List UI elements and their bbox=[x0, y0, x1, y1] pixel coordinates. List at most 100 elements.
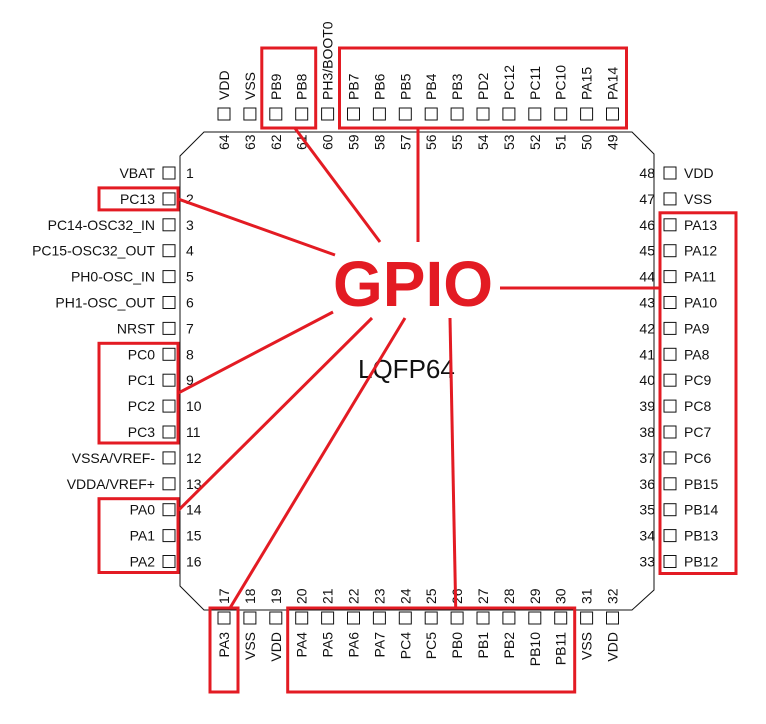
pin-name-pb14: PB14 bbox=[684, 502, 718, 518]
pin-name-pb12: PB12 bbox=[684, 554, 718, 570]
pin-name-pa4: PA4 bbox=[294, 632, 310, 658]
pin-name-pb5: PB5 bbox=[397, 73, 413, 100]
pin-number: 37 bbox=[639, 450, 655, 466]
pin-pad bbox=[269, 611, 283, 625]
pin-number: 27 bbox=[475, 588, 491, 604]
pin-number: 5 bbox=[186, 269, 194, 285]
pin-name-pa8: PA8 bbox=[684, 346, 710, 362]
pin-name-pa13: PA13 bbox=[684, 217, 717, 233]
connector-pc13 bbox=[177, 197, 336, 257]
pin-name-ph0-osc-in: PH0-OSC_IN bbox=[71, 269, 155, 285]
pin-number: 16 bbox=[186, 554, 202, 570]
pin-name-pc4: PC4 bbox=[397, 632, 413, 659]
pin-number: 35 bbox=[639, 502, 655, 518]
pin-name-vss: VSS bbox=[579, 632, 595, 660]
pin-number: 45 bbox=[639, 243, 655, 259]
pin-pad bbox=[162, 373, 176, 387]
pin-pad bbox=[347, 611, 360, 625]
pin-name-pa0: PA0 bbox=[130, 502, 156, 518]
pin-pad bbox=[398, 611, 412, 625]
pin-number: 53 bbox=[501, 134, 517, 150]
pin-number: 15 bbox=[186, 528, 202, 544]
pin-number: 51 bbox=[553, 134, 569, 150]
pin-name-pc14-osc32-in: PC14-OSC32_IN bbox=[48, 217, 155, 233]
pin-pad bbox=[663, 244, 677, 258]
connector-pa3 bbox=[228, 317, 407, 609]
pin-pad bbox=[162, 555, 176, 568]
pin-name-pa6: PA6 bbox=[346, 632, 362, 658]
pin-pad bbox=[295, 107, 309, 121]
pin-pad bbox=[162, 425, 176, 439]
pin-pad bbox=[217, 107, 231, 121]
pin-name-pa9: PA9 bbox=[684, 320, 710, 336]
pin-pad bbox=[321, 611, 335, 625]
pin-pad bbox=[528, 611, 542, 625]
pin-name-vdd: VDD bbox=[684, 165, 714, 181]
pin-pad bbox=[450, 107, 464, 121]
pin-name-pc1: PC1 bbox=[128, 372, 155, 388]
pin-number: 33 bbox=[639, 554, 655, 570]
pin-pad bbox=[663, 296, 677, 309]
pin-name-pc11: PC11 bbox=[527, 66, 543, 100]
gpio-callout: GPIO bbox=[333, 248, 493, 320]
pin-20: PA4 20 bbox=[294, 588, 310, 657]
pin-number: 57 bbox=[397, 134, 413, 150]
pin-pad bbox=[663, 477, 677, 491]
pin-pad bbox=[663, 192, 677, 206]
pin-name-pb6: PB6 bbox=[371, 73, 387, 100]
pin-pad bbox=[606, 107, 619, 121]
pin-pad bbox=[528, 107, 542, 121]
pin-number: 20 bbox=[294, 588, 310, 604]
pin-pad bbox=[372, 107, 386, 121]
pin-name-vdd: VDD bbox=[605, 632, 621, 662]
pin-pad bbox=[162, 192, 176, 206]
pin-number: 26 bbox=[449, 588, 465, 604]
pin-12: VSSA/VREF-12 bbox=[72, 450, 202, 466]
gpio-box-pa13-pb12 bbox=[658, 211, 738, 576]
pin-pad bbox=[554, 107, 568, 121]
pin-name-ph1-osc-out: PH1-OSC_OUT bbox=[55, 295, 155, 311]
pin-name-pa5: PA5 bbox=[320, 632, 336, 658]
pin-name-pc3: PC3 bbox=[128, 424, 155, 440]
pin-pad bbox=[321, 107, 335, 121]
pin-number: 21 bbox=[320, 588, 336, 604]
pin-name-pc6: PC6 bbox=[684, 450, 711, 466]
connector-pa4-pb11 bbox=[448, 317, 458, 609]
pin-number: 1 bbox=[186, 165, 194, 181]
pin-number: 55 bbox=[449, 134, 465, 150]
pin-name-pc8: PC8 bbox=[684, 398, 711, 414]
pin-pad bbox=[243, 611, 257, 625]
pin-name-pb10: PB10 bbox=[527, 632, 543, 666]
pin-name-pb2: PB2 bbox=[501, 632, 517, 659]
pin-name-nrst: NRST bbox=[117, 320, 156, 336]
pin-pad bbox=[580, 107, 594, 121]
pin-number: 36 bbox=[639, 476, 655, 492]
pin-name-pc10: PC10 bbox=[553, 65, 569, 100]
pin-number: 48 bbox=[639, 165, 655, 181]
pin-number: 19 bbox=[268, 588, 284, 604]
pin-pad bbox=[347, 107, 360, 121]
pin-pad bbox=[663, 399, 677, 413]
callout-layer bbox=[97, 46, 738, 694]
pin-number: 62 bbox=[268, 134, 284, 150]
pin-name-pb0: PB0 bbox=[449, 632, 465, 659]
